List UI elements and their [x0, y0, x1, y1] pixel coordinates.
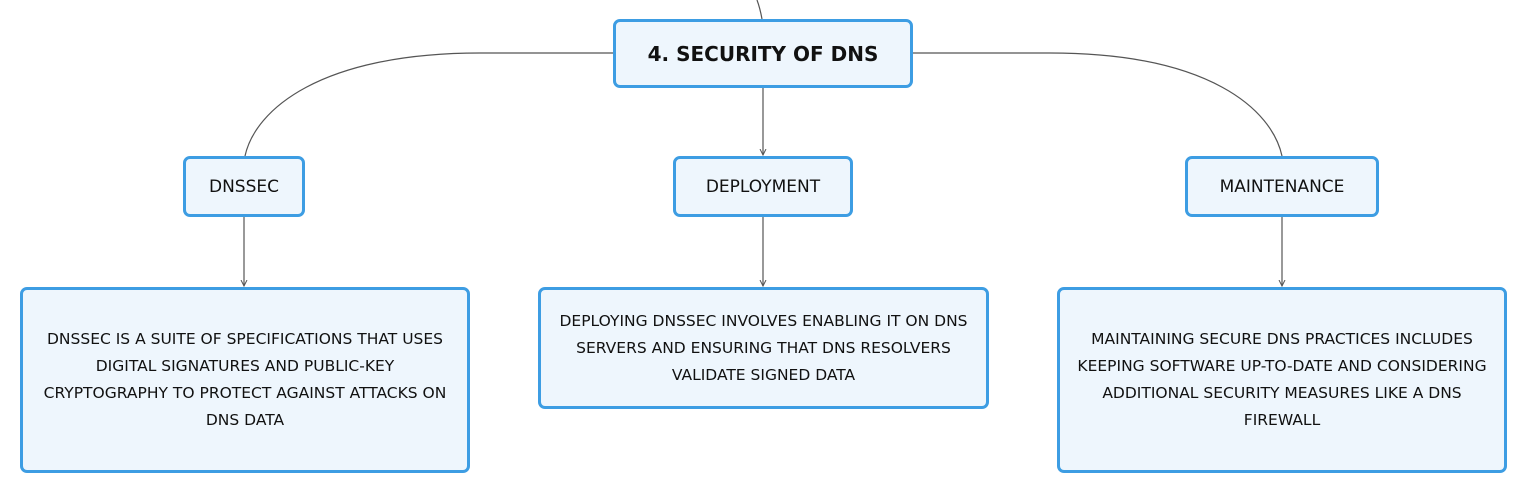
detail-deployment[interactable]: DEPLOYING DNSSEC INVOLVES ENABLING IT ON… [538, 287, 989, 409]
node-dnssec[interactable]: DNSSEC [183, 156, 305, 217]
node-dnssec-label: DNSSEC [208, 176, 279, 197]
node-maintenance-label: MAINTENANCE [1219, 176, 1345, 197]
detail-maintenance[interactable]: MAINTAINING SECURE DNS PRACTICES INCLUDE… [1057, 287, 1507, 473]
detail-deployment-text: DEPLOYING DNSSEC INVOLVES ENABLING IT ON… [559, 311, 968, 384]
node-maintenance[interactable]: MAINTENANCE [1185, 156, 1379, 217]
root-node-label: 4. SECURITY OF DNS [647, 41, 879, 66]
detail-dnssec-text: DNSSEC IS A SUITE OF SPECIFICATIONS THAT… [43, 330, 447, 429]
connector-root-dnssec [244, 52, 613, 157]
node-deployment[interactable]: DEPLOYMENT [673, 156, 853, 217]
root-node[interactable]: 4. SECURITY OF DNS [613, 19, 913, 88]
connector-root-maintenance [913, 52, 1283, 157]
detail-dnssec[interactable]: DNSSEC IS A SUITE OF SPECIFICATIONS THAT… [20, 287, 470, 473]
incoming-connector [756, 0, 763, 20]
detail-maintenance-text: MAINTAINING SECURE DNS PRACTICES INCLUDE… [1077, 330, 1487, 429]
node-deployment-label: DEPLOYMENT [705, 176, 821, 197]
